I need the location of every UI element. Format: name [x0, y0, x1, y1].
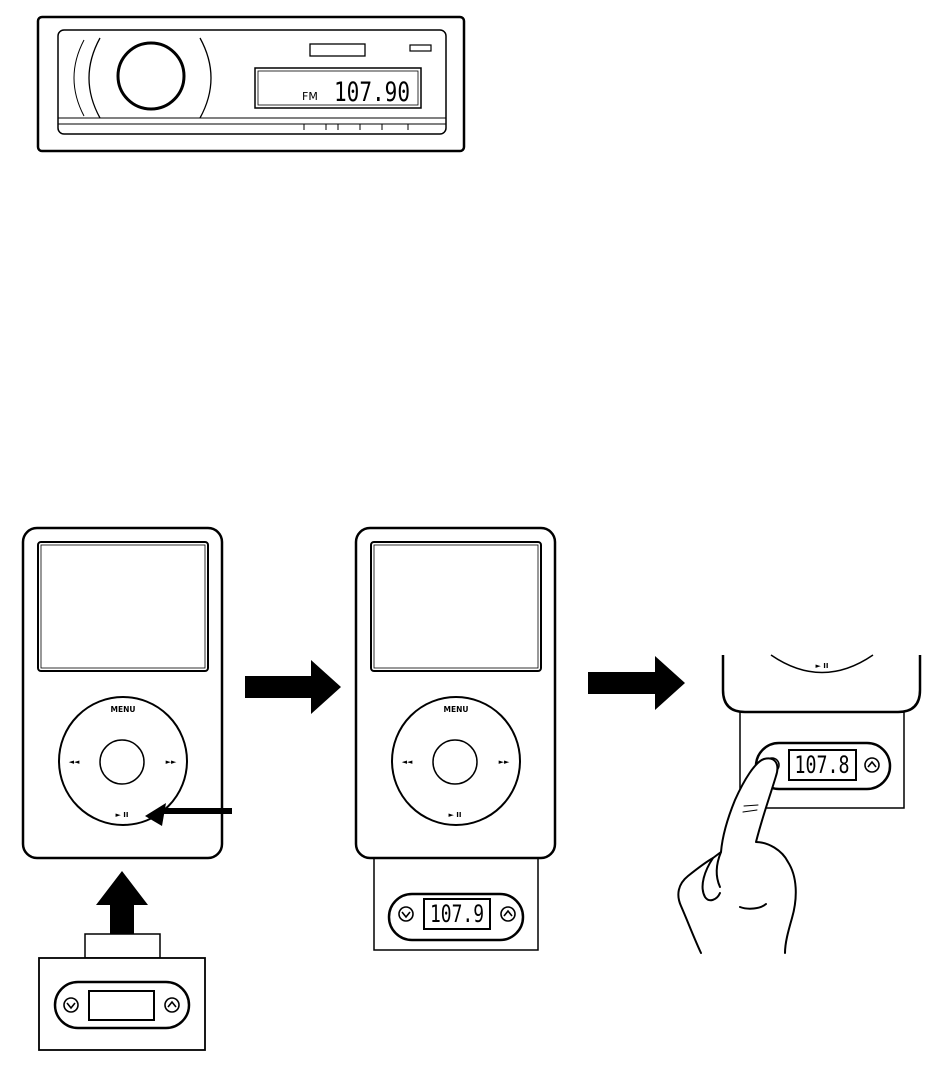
up-arrow-icon [96, 871, 148, 934]
ipod-step3-closeup: ► II 107.8 [678, 655, 920, 953]
up-button-icon[interactable] [865, 758, 879, 772]
eject-button[interactable] [410, 45, 431, 51]
radio-band-label: FM [302, 90, 318, 103]
menu-label: MENU [444, 705, 469, 714]
prev-track-icon: ◄◄ [402, 758, 413, 766]
right-arrow-icon [245, 660, 341, 714]
ipod-screen [38, 542, 208, 671]
center-button[interactable] [433, 740, 477, 784]
transmitter-frequency: 107.9 [430, 900, 484, 928]
volume-knob[interactable] [118, 43, 184, 109]
car-radio: FM 107.90 [38, 17, 464, 151]
play-pause-label: ► II [815, 662, 828, 670]
ipod-step1: MENU ► II ◄◄ ►► [23, 528, 232, 858]
ipod-step2: 107.9 MENU ► II ◄◄ ►► [356, 528, 555, 950]
center-button[interactable] [100, 740, 144, 784]
menu-label: MENU [111, 705, 136, 714]
right-arrow-icon [588, 656, 685, 710]
transmitter-display [89, 991, 154, 1020]
transmitter-detached [39, 934, 205, 1050]
radio-frequency: 107.90 [334, 77, 410, 108]
transmitter-frequency: 107.8 [795, 751, 850, 779]
prev-track-icon: ◄◄ [69, 758, 80, 766]
dock-connector [85, 934, 160, 958]
play-pause-label: ► II [448, 811, 461, 819]
up-button-icon[interactable] [165, 998, 179, 1012]
down-button-icon[interactable] [399, 907, 413, 921]
down-button-icon[interactable] [64, 998, 78, 1012]
play-pause-label: ► II [115, 811, 128, 819]
up-button-icon[interactable] [501, 907, 515, 921]
next-track-icon: ►► [166, 758, 177, 766]
ipod-screen [371, 542, 541, 671]
next-track-icon: ►► [499, 758, 510, 766]
cd-slot [310, 44, 365, 56]
